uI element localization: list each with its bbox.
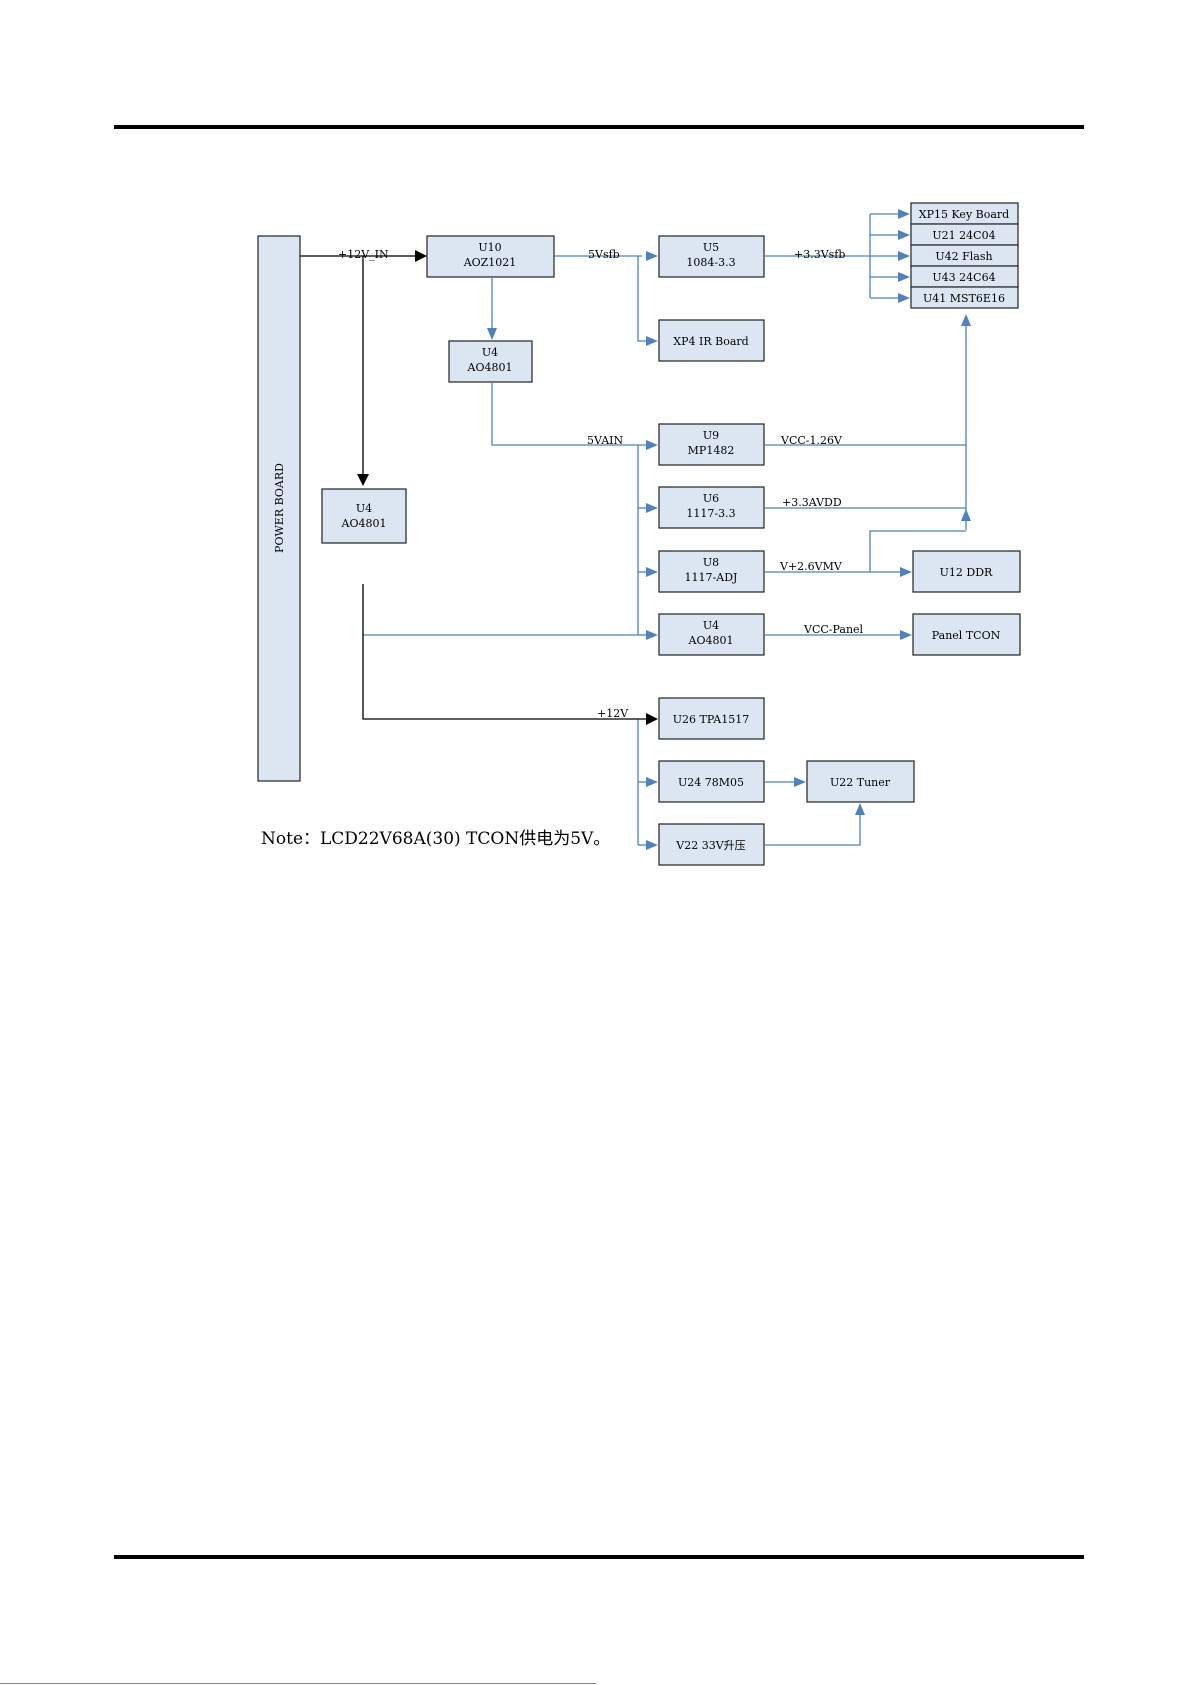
u9-block	[658, 423, 765, 466]
net-33avdd: +3.3AVDD	[782, 496, 842, 509]
net-5vsfb: 5Vsfb	[588, 248, 620, 261]
u8-label-2: 1117-ADJ	[685, 571, 738, 584]
xp4-label: XP4 IR Board	[673, 335, 748, 348]
arrow-u21-in	[898, 230, 910, 240]
arrow-u24-in	[646, 777, 658, 787]
net-5vain: 5VAIN	[587, 434, 623, 447]
v22-block	[658, 823, 765, 866]
v22-label: V22 33V升压	[675, 839, 745, 852]
net-vcc-panel: VCC-Panel	[803, 623, 864, 636]
arrow-u12-in	[900, 567, 912, 577]
u5-block	[658, 235, 765, 278]
note-text: Note：LCD22V68A(30) TCON供电为5V。	[261, 829, 610, 849]
u41-block	[910, 286, 1019, 309]
arrow-u43-in	[898, 272, 910, 282]
arrow-u22-bottom-in	[855, 803, 865, 815]
u43-label: U43 24C64	[932, 271, 995, 284]
net-26vmv: V+2.6VMV	[779, 560, 843, 573]
u6-block	[658, 486, 765, 529]
wire-5vsfb-xp4	[637, 256, 650, 342]
arrow-panel-tcon-in	[900, 630, 912, 640]
arrow-u41-in	[898, 293, 910, 303]
u12-label: U12 DDR	[940, 566, 993, 579]
arrow-v22-in	[646, 840, 658, 850]
u9-label-1: U9	[703, 429, 719, 442]
footer-hairline	[0, 1683, 596, 1684]
panel-tcon-block	[912, 613, 1021, 656]
u22-label: U22 Tuner	[830, 776, 891, 789]
arrow-u4-top-in	[487, 328, 497, 340]
wire-26vmv-up	[869, 530, 966, 572]
u5-label-2: 1084-3.3	[686, 256, 735, 269]
u8-label-1: U8	[703, 556, 719, 569]
net-12v-in: +12V_IN	[338, 248, 389, 261]
xp15-label: XP15 Key Board	[919, 208, 1009, 221]
u6-label-1: U6	[703, 492, 719, 505]
footer-rule	[114, 1555, 1084, 1559]
u12-block	[912, 550, 1021, 593]
u4-panel-label-2: AO4801	[688, 634, 734, 647]
u9-label-2: MP1482	[688, 444, 735, 457]
wire-12v-to-u26	[362, 584, 650, 720]
net-33vsfb: +3.3Vsfb	[794, 248, 845, 261]
u41-label: U41 MST6E16	[923, 292, 1005, 305]
u4-left-label-1: U4	[356, 502, 372, 515]
u21-label: U21 24C04	[932, 229, 995, 242]
u4-top-block	[448, 340, 533, 383]
u10-label-2: AOZ1021	[463, 256, 517, 269]
u6-label-2: 1117-3.3	[686, 507, 735, 520]
arrow-xp15-in	[898, 209, 910, 219]
u24-label: U24 78M05	[678, 776, 744, 789]
u4-panel-block	[658, 613, 765, 656]
u10-label-1: U10	[478, 241, 501, 254]
power-distribution-diagram: POWER BOARD U10 AOZ1021 U4 AO4801 U4 AO4…	[257, 202, 1021, 866]
u22-block	[806, 760, 915, 803]
arrow-u4-panel-in	[646, 630, 658, 640]
arrow-u4-left-in	[357, 474, 369, 486]
header-rule	[114, 125, 1084, 129]
u26-block	[658, 697, 765, 740]
arrow-u41-up	[961, 314, 971, 326]
arrow-u22-left-in	[794, 777, 806, 787]
net-vcc126: VCC-1.26V	[780, 434, 843, 447]
arrow-u26-in	[646, 713, 658, 725]
u4-top-label-1: U4	[482, 346, 498, 359]
arrow-u6-in	[646, 503, 658, 513]
arrow-u42-in	[898, 251, 910, 261]
u10-block	[426, 235, 555, 278]
u4-left-block	[321, 488, 407, 544]
arrow-u9-in	[646, 440, 658, 450]
power-board-block	[257, 235, 301, 782]
u42-label: U42 Flash	[935, 250, 992, 263]
u4-top-label-2: AO4801	[467, 361, 513, 374]
arrow-u10-in	[415, 250, 427, 262]
wire-5vain	[491, 383, 650, 446]
u26-label: U26 TPA1517	[673, 713, 749, 726]
arrow-rail-up	[961, 509, 971, 521]
net-12v: +12V	[597, 707, 629, 720]
xp4-block	[658, 319, 765, 362]
arrow-xp4-in	[646, 336, 658, 346]
u4-panel-label-1: U4	[703, 619, 719, 632]
arrow-u8-in	[646, 567, 658, 577]
power-board-label: POWER BOARD	[273, 463, 286, 553]
wire-v22-u22	[765, 812, 861, 846]
u8-block	[658, 550, 765, 593]
panel-tcon-label: Panel TCON	[932, 629, 1001, 642]
u4-left-label-2: AO4801	[341, 517, 387, 530]
u5-label-1: U5	[703, 241, 719, 254]
u24-block	[658, 760, 765, 803]
arrow-u5-in	[646, 251, 658, 261]
